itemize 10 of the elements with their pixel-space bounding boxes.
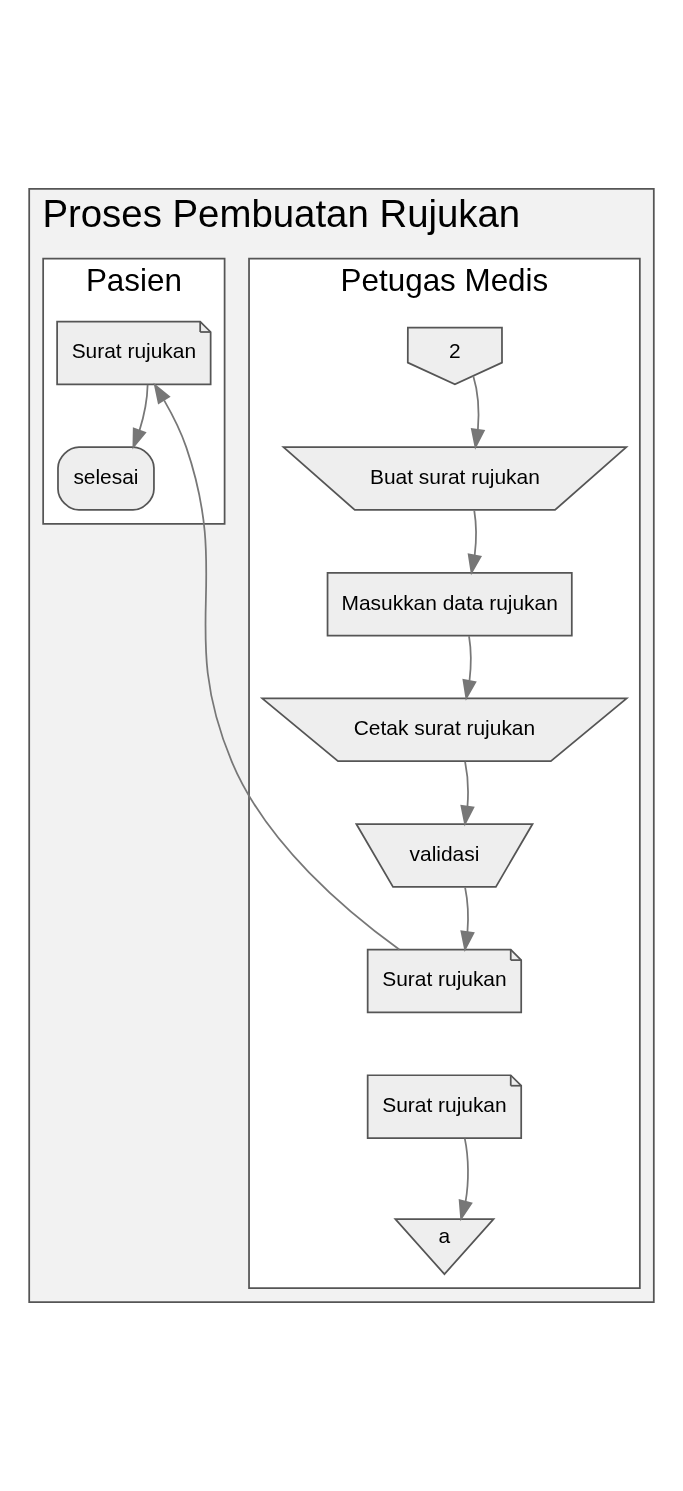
arrow bbox=[458, 1137, 473, 1222]
node-box: Masukkan data rujukan bbox=[326, 571, 573, 637]
arrow bbox=[153, 382, 401, 951]
arrow bbox=[132, 384, 149, 450]
arrow bbox=[470, 375, 486, 450]
arrow bbox=[460, 886, 475, 953]
node-box: selesai bbox=[57, 446, 155, 511]
arrow bbox=[462, 635, 477, 701]
arrow bbox=[467, 509, 483, 576]
arrow bbox=[460, 760, 475, 827]
